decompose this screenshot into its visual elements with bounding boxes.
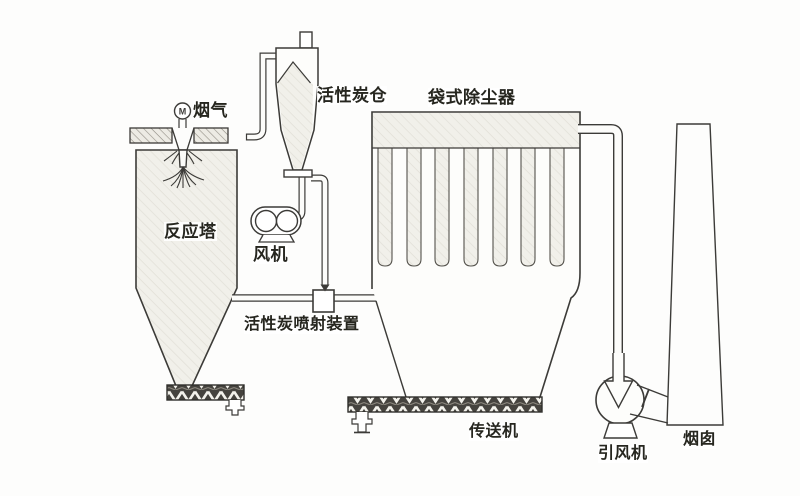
- fan-inlet-arrow-icon: [603, 353, 634, 409]
- chimney-shape: [666, 123, 724, 426]
- fan-outlet-damper: [641, 388, 650, 408]
- bag-filter-group: [371, 111, 623, 398]
- spray-lines: [162, 150, 205, 189]
- conveyor-discharge-spout: [351, 412, 373, 433]
- carbon-silo-group: [245, 31, 319, 171]
- filter-bag: [492, 148, 508, 267]
- filter-bag: [463, 148, 479, 267]
- id-fan-group: [595, 353, 669, 439]
- silo-material-peak-line: [277, 61, 311, 84]
- atomizer-nozzle: [178, 149, 188, 168]
- filter-bag: [520, 148, 536, 267]
- motor-stem: [178, 119, 187, 128]
- filter-bags: [377, 148, 565, 267]
- label-blower: 风机: [253, 245, 288, 265]
- silo-top-pipe: [299, 31, 313, 49]
- screw-conveyor-left: [166, 384, 245, 401]
- blower-base: [257, 234, 296, 243]
- outlet-duct: [578, 124, 623, 357]
- filter-bag: [434, 148, 450, 267]
- filter-bag: [549, 148, 565, 267]
- baghouse-hopper-left-wall: [375, 300, 407, 398]
- label-reaction-tower: 反应塔: [164, 222, 217, 242]
- flue-gas-inlet-duct-left: [129, 127, 173, 144]
- silo-vent-pipe-bore: [247, 53, 276, 140]
- label-injector: 活性炭喷射装置: [244, 316, 360, 334]
- label-id-fan: 引风机: [598, 445, 648, 463]
- inlet-funnel: [171, 127, 195, 151]
- label-chimney: 烟囱: [683, 431, 717, 449]
- feed-arrow-icon: [320, 284, 330, 292]
- motor-icon: [173, 102, 192, 120]
- flue-gas-inlet-duct-right: [193, 127, 229, 144]
- label-conveyor: 传送机: [469, 423, 519, 441]
- silo-material-fill: [277, 62, 313, 169]
- screw-conveyor-left-spout: [225, 400, 245, 416]
- silo-discharge-valve: [283, 169, 313, 178]
- label-carbon-silo: 活性炭仓: [317, 86, 387, 106]
- fan-outlet-duct: [629, 384, 669, 424]
- reaction-tower-group: M: [129, 102, 245, 416]
- baghouse-shell: [371, 111, 581, 398]
- outlet-duct-bore: [578, 125, 622, 357]
- blower-rotor-right: [275, 209, 299, 233]
- pipe-silo-to-injector-bore: [311, 175, 328, 286]
- fan-base: [603, 422, 638, 439]
- motor-letter: M: [179, 107, 187, 117]
- label-bag-filter: 袋式除尘器: [428, 88, 516, 108]
- injection-line: [232, 284, 377, 313]
- blower-group: [250, 206, 302, 243]
- conveyor-group: [347, 396, 543, 434]
- filter-bag: [377, 148, 393, 267]
- filter-bag: [406, 148, 422, 267]
- reaction-tower-body: [135, 149, 238, 387]
- label-flue-gas: 烟气: [193, 101, 228, 121]
- blower-rotor-left: [254, 209, 278, 233]
- baghouse-clean-plenum: [373, 113, 579, 148]
- injector-box: [312, 289, 335, 313]
- screw-conveyor-main: [347, 396, 543, 413]
